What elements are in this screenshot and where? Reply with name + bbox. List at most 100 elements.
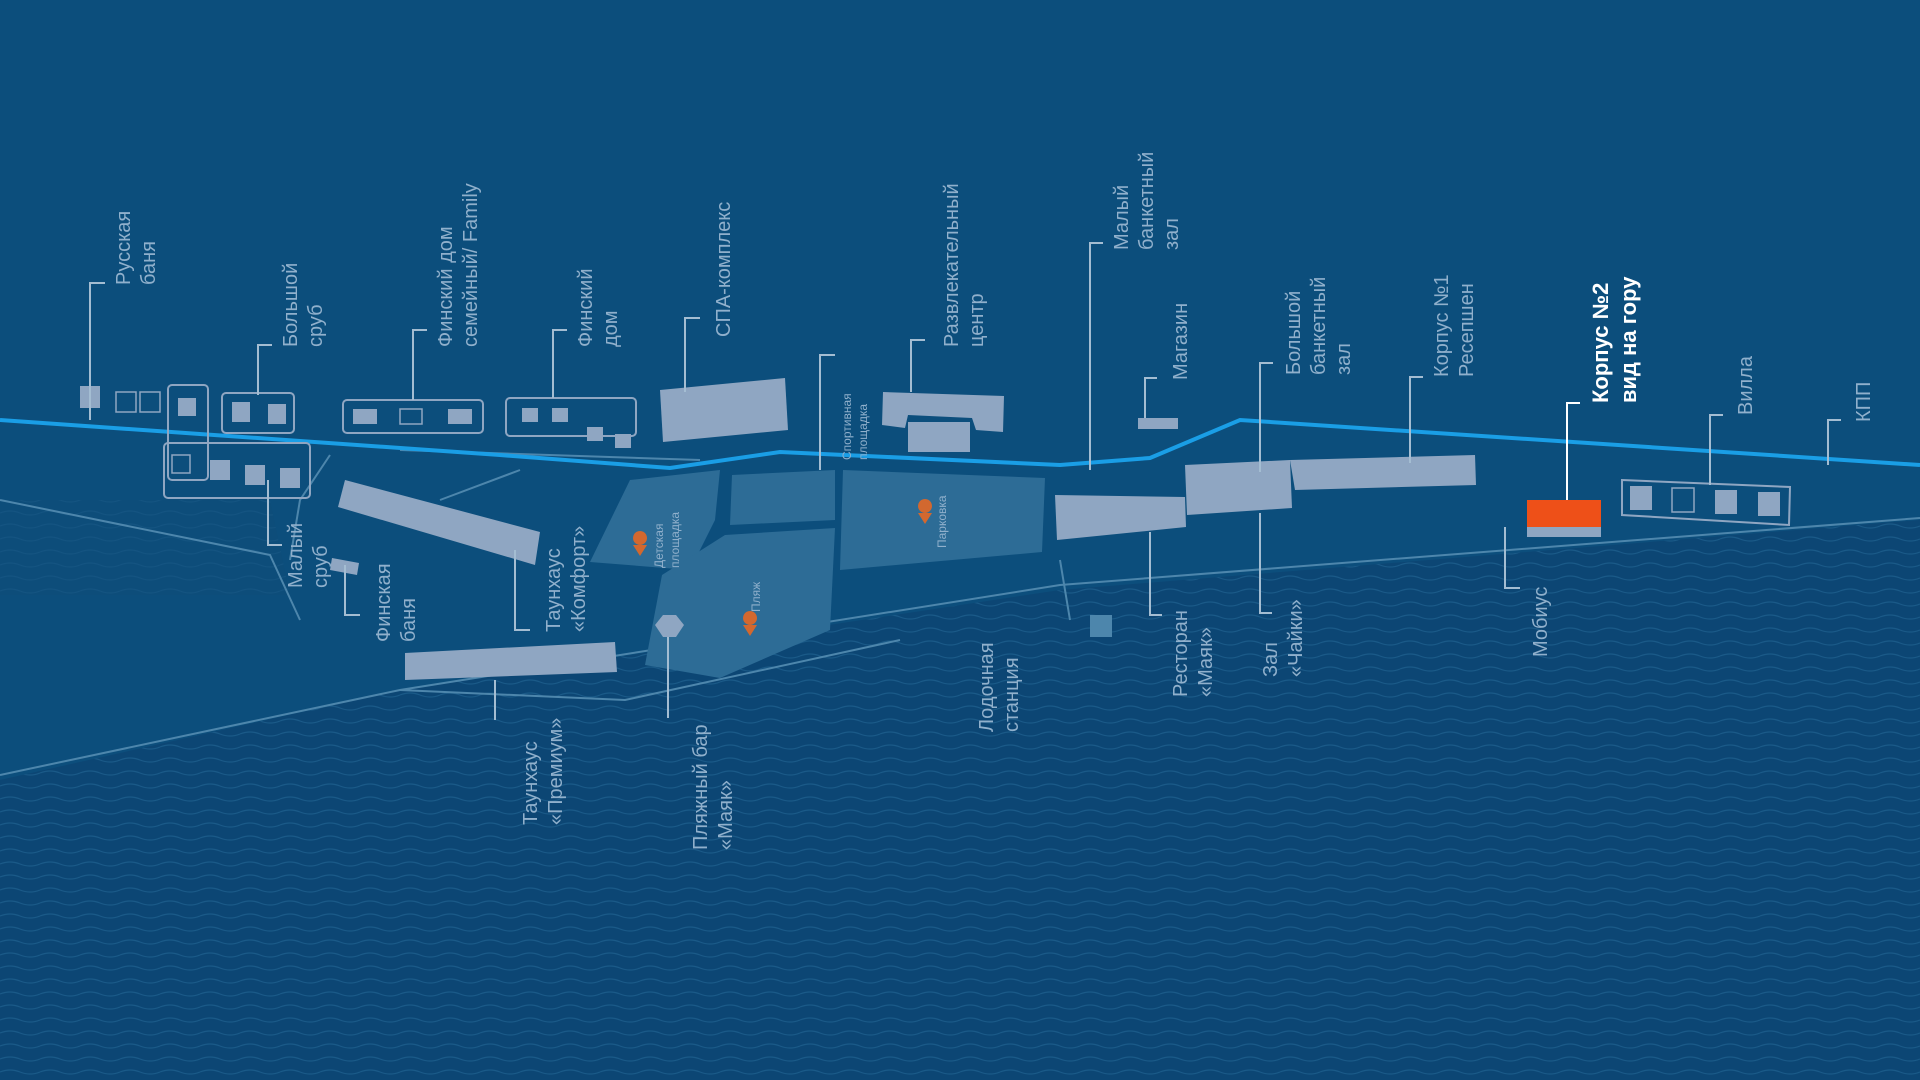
svg-text:зал: зал: [1161, 218, 1183, 250]
label-bolshoy-srub: Большой сруб: [280, 263, 327, 347]
svg-text:Детская: Детская: [652, 524, 666, 568]
label-magazin: Магазин: [1170, 303, 1192, 380]
korpus1-building: [1290, 455, 1476, 490]
restaurant-building: [1055, 495, 1186, 540]
svg-text:Таунхаус: Таунхаус: [520, 741, 542, 825]
label-detskaya: Детская площадка: [652, 512, 682, 568]
svg-text:«Чайки»: «Чайки»: [1285, 599, 1307, 677]
location-pin-icon: [918, 499, 933, 524]
label-korpus1: Корпус №1 Ресепшен: [1431, 274, 1478, 377]
svg-text:дом: дом: [600, 310, 622, 347]
svg-text:Малый: Малый: [1111, 185, 1133, 250]
label-mobius: Мобиус: [1530, 587, 1552, 657]
label-villa: Вилла: [1735, 355, 1757, 415]
svg-text:зал: зал: [1333, 343, 1355, 375]
zone-beach: [645, 528, 835, 678]
hexagon-bar-icon: [655, 615, 684, 637]
spa-building: [660, 378, 788, 442]
svg-text:Пляж: Пляж: [749, 582, 763, 612]
mobius-building: [1527, 527, 1601, 537]
leader-lines: [89, 242, 1841, 720]
svg-text:Финская: Финская: [373, 563, 395, 642]
svg-text:СПА-комплекс: СПА-комплекс: [713, 202, 735, 337]
zone-sport: [730, 470, 835, 525]
svg-text:Парковка: Парковка: [935, 495, 949, 548]
label-restoran-mayak: Ресторан «Маяк»: [1170, 610, 1217, 697]
svg-text:Спортивная: Спортивная: [840, 393, 854, 460]
svg-text:Развлекательный: Развлекательный: [941, 183, 963, 347]
label-parkovka: Парковка: [935, 495, 949, 548]
label-lodochnaya: Лодочная станция: [976, 642, 1023, 732]
finsky-dom-family-building: [353, 409, 377, 424]
label-spa: СПА-комплекс: [713, 202, 735, 337]
main-road: [0, 417, 1920, 471]
svg-text:Таунхаус: Таунхаус: [543, 548, 565, 632]
magazin-building: [1138, 418, 1178, 429]
land-zones: [590, 470, 1045, 678]
svg-text:баня: баня: [138, 241, 160, 285]
bolshoy-srub-building: [232, 402, 250, 422]
label-bolshoy-banketny: Большой банкетный зал: [1283, 277, 1355, 375]
zone-parking: [840, 470, 1045, 570]
maly-srub-building: [210, 460, 230, 480]
entertainment-building: [882, 392, 1004, 432]
svg-text:«Маяк»: «Маяк»: [1195, 627, 1217, 697]
label-finskaya-banya: Финская баня: [373, 563, 420, 642]
label-finsky-dom: Финский дом: [575, 268, 622, 347]
label-maly-srub: Малый сруб: [285, 523, 332, 588]
svg-text:Магазин: Магазин: [1170, 303, 1192, 380]
banquet-building: [1185, 460, 1292, 515]
villa-building: [1630, 486, 1652, 510]
svg-text:Ресепшен: Ресепшен: [1456, 283, 1478, 377]
label-plyazh: Пляж: [749, 582, 763, 612]
svg-text:«Маяк»: «Маяк»: [715, 780, 737, 850]
label-townhouse-premium: Таунхаус «Премиум»: [520, 718, 567, 825]
svg-text:Корпус №1: Корпус №1: [1431, 274, 1453, 377]
townhouse-komfort-building: [338, 480, 540, 565]
svg-text:баня: баня: [398, 598, 420, 642]
finsky-dom-building: [522, 408, 538, 422]
svg-text:станция: станция: [1001, 657, 1023, 732]
boat-station-building: [1090, 615, 1112, 637]
label-kpp: КПП: [1853, 382, 1875, 422]
svg-text:Финский: Финский: [575, 268, 597, 347]
label-russkaya-banya: Русская баня: [113, 211, 160, 285]
svg-text:КПП: КПП: [1853, 382, 1875, 422]
svg-text:центр: центр: [966, 293, 988, 347]
water-area: [0, 500, 1920, 1080]
label-razvlekatelny: Развлекательный центр: [941, 183, 988, 347]
svg-text:«Комфорт»: «Комфорт»: [568, 526, 590, 632]
label-townhouse-komfort: Таунхаус «Комфорт»: [543, 526, 590, 632]
svg-text:сруб: сруб: [310, 545, 332, 588]
svg-text:«Премиум»: «Премиум»: [545, 718, 567, 825]
svg-text:Зал: Зал: [1260, 642, 1282, 677]
buildings: [80, 378, 1792, 680]
label-korpus2: Корпус №2 вид на гору: [1588, 276, 1641, 403]
svg-text:Пляжный бар: Пляжный бар: [690, 724, 712, 850]
svg-text:Финский дом: Финский дом: [435, 226, 457, 347]
korpus2-building: [1527, 500, 1601, 528]
svg-text:Русская: Русская: [113, 211, 135, 285]
svg-text:Вилла: Вилла: [1735, 355, 1757, 415]
location-pin-icon: [633, 531, 648, 556]
svg-text:Корпус №2: Корпус №2: [1588, 283, 1613, 403]
svg-text:площадка: площадка: [856, 404, 870, 460]
svg-text:Большой: Большой: [1283, 291, 1305, 375]
townhouse-premium-building: [405, 642, 617, 680]
svg-text:банкетный: банкетный: [1308, 277, 1330, 375]
svg-text:банкетный: банкетный: [1136, 152, 1158, 250]
svg-text:семейный/ Family: семейный/ Family: [460, 183, 482, 347]
label-maly-banketny: Малый банкетный зал: [1111, 152, 1183, 250]
zone-playground: [590, 470, 720, 570]
location-pin-icon: [743, 611, 758, 636]
svg-text:Большой: Большой: [280, 263, 302, 347]
svg-text:Мобиус: Мобиус: [1530, 587, 1552, 657]
svg-text:Малый: Малый: [285, 523, 307, 588]
label-zal-chayki: Зал «Чайки»: [1260, 599, 1307, 677]
svg-text:вид на гору: вид на гору: [1616, 276, 1641, 403]
label-finsky-dom-family: Финский дом семейный/ Family: [435, 183, 482, 347]
label-plyazhny-bar: Пляжный бар «Маяк»: [690, 724, 737, 850]
svg-text:сруб: сруб: [305, 304, 327, 347]
label-sport: Спортивная площадка: [840, 393, 870, 460]
